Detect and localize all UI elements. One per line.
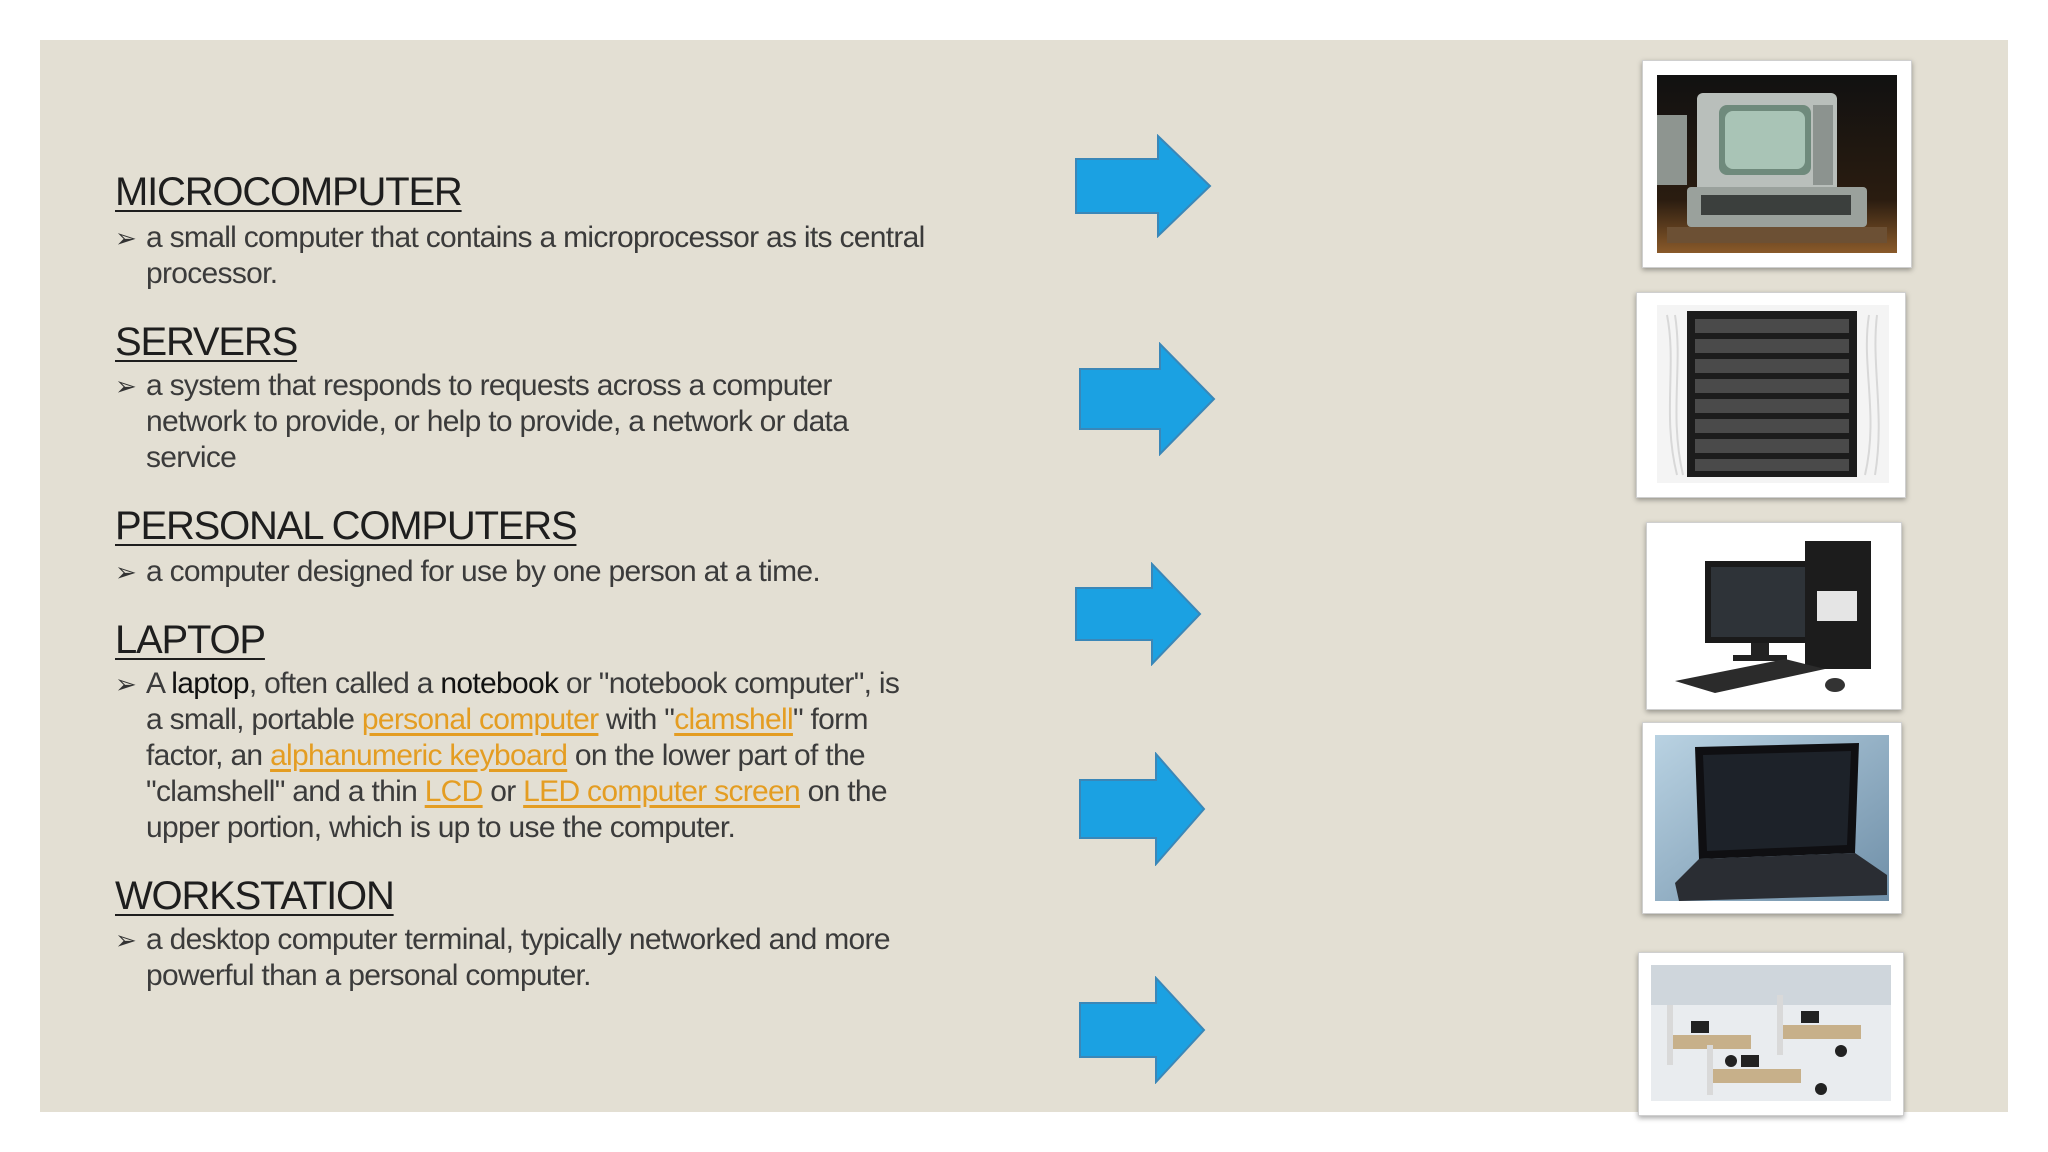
heading-personal-computers: PERSONAL COMPUTERS — [115, 504, 578, 548]
text-part: or "notebook computer", is a small, port… — [146, 667, 900, 736]
bullet-workstation: ➢ a desktop computer terminal, typically… — [115, 922, 926, 994]
term-notebook: notebook — [440, 667, 559, 700]
bullet-text: a computer designed for use by one perso… — [146, 555, 821, 588]
desktop-pc-icon — [1655, 531, 1893, 701]
heading-servers: SERVERS — [115, 320, 298, 364]
arrow-right-icon — [1075, 134, 1212, 238]
microcomputer-icon — [1657, 75, 1897, 253]
bullet-marker-icon: ➢ — [115, 223, 137, 253]
bullet-marker-icon: ➢ — [115, 925, 137, 955]
text-part: on the lower part of the "clamshell" and… — [146, 739, 866, 808]
arrow-right-icon — [1079, 752, 1206, 866]
bullet-text: a system that responds to requests acros… — [146, 369, 849, 474]
microcomputer-photo — [1642, 60, 1912, 268]
bullet-servers: ➢ a system that responds to requests acr… — [115, 368, 926, 476]
bullet-laptop: ➢ A laptop, often called a notebook or "… — [115, 666, 906, 846]
section-workstation: WORKSTATION ➢ a desktop computer termina… — [115, 872, 915, 994]
link-personal-computer[interactable]: personal computer — [361, 703, 599, 736]
section-personal-computers: PERSONAL COMPUTERS ➢ a computer designed… — [115, 502, 915, 590]
bullet-text: a desktop computer terminal, typically n… — [146, 923, 891, 992]
section-microcomputer: MICROCOMPUTER ➢ a small computer that co… — [115, 168, 925, 292]
link-clamshell[interactable]: clamshell — [674, 703, 793, 736]
bullet-marker-icon: ➢ — [115, 669, 137, 699]
link-led-computer-screen[interactable]: LED computer screen — [523, 775, 801, 808]
office-workstation-icon — [1651, 965, 1891, 1101]
slide: MICROCOMPUTER ➢ a small computer that co… — [40, 40, 2008, 1116]
term-laptop: laptop — [171, 667, 249, 700]
server-rack-icon — [1657, 305, 1889, 483]
bullet-marker-icon: ➢ — [115, 557, 137, 587]
text-part: A — [146, 667, 172, 700]
heading-microcomputer: MICROCOMPUTER — [115, 170, 463, 214]
workstation-photo — [1638, 952, 1904, 1116]
laptop-icon — [1655, 735, 1889, 901]
text-part: with " — [598, 703, 675, 736]
heading-workstation: WORKSTATION — [115, 874, 395, 918]
text-column: MICROCOMPUTER ➢ a small computer that co… — [115, 168, 925, 994]
bullet-marker-icon: ➢ — [115, 371, 137, 401]
bullet-microcomputer: ➢ a small computer that contains a micro… — [115, 220, 936, 292]
text-part: or — [482, 775, 524, 808]
laptop-photo — [1642, 722, 1902, 914]
arrow-right-icon — [1075, 562, 1202, 666]
text-part: on the upper portion, which is up to use… — [146, 775, 888, 844]
text-part: " form factor, an — [146, 703, 868, 772]
link-lcd[interactable]: LCD — [424, 775, 484, 808]
bullet-text: a small computer that contains a micropr… — [146, 221, 925, 290]
personal-computer-photo — [1646, 522, 1902, 710]
heading-laptop: LAPTOP — [115, 618, 266, 662]
servers-photo — [1636, 292, 1906, 498]
text-part: , often called a — [248, 667, 441, 700]
section-servers: SERVERS ➢ a system that responds to requ… — [115, 318, 915, 476]
section-laptop: LAPTOP ➢ A laptop, often called a notebo… — [115, 616, 915, 846]
arrow-right-icon — [1079, 976, 1206, 1084]
bullet-personal-computers: ➢ a computer designed for use by one per… — [115, 554, 946, 590]
arrow-right-icon — [1079, 342, 1216, 456]
link-alphanumeric-keyboard[interactable]: alphanumeric keyboard — [270, 739, 568, 772]
